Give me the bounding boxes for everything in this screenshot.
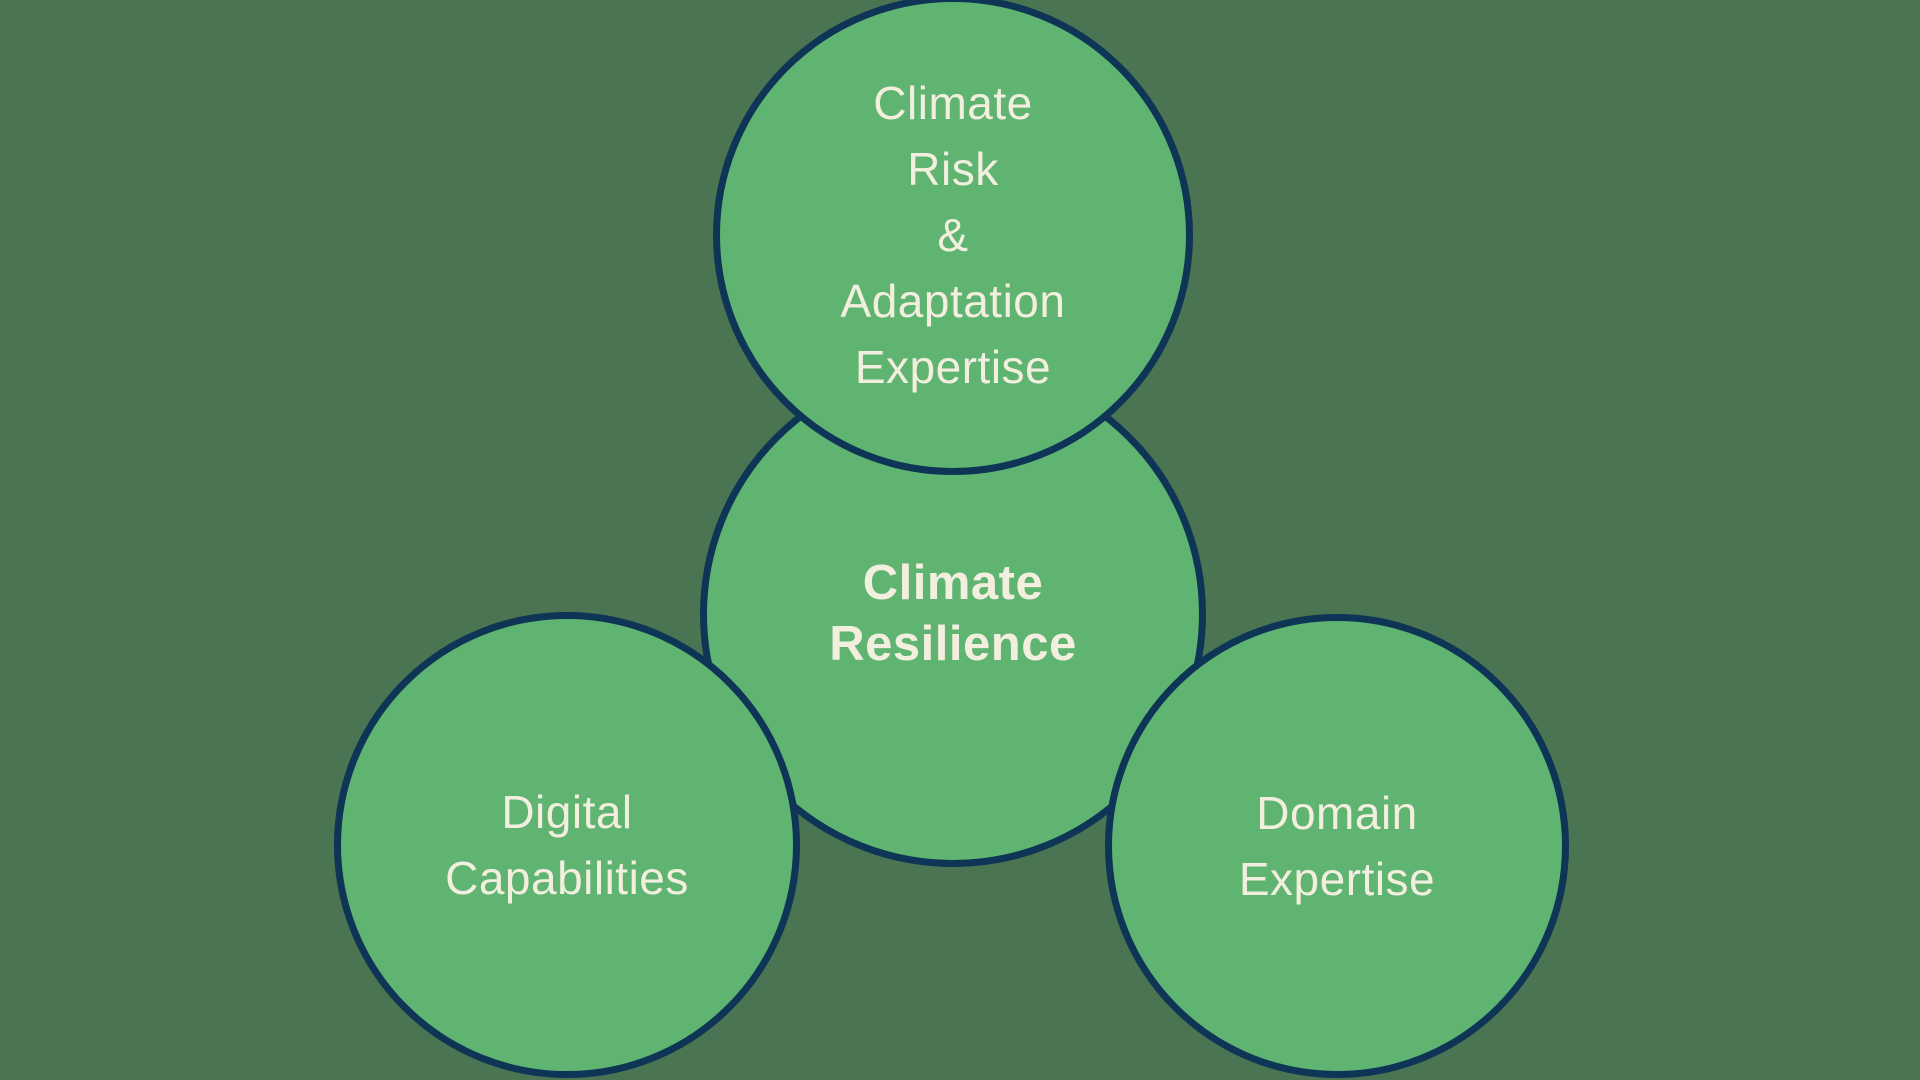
circle-climate-risk-adaptation-expertise: Climate Risk & Adaptation Expertise [713,0,1193,475]
label-line: Adaptation [840,275,1066,327]
circle-digital-capabilities: Digital Capabilities [334,612,800,1078]
label-line: & [937,209,969,261]
circle-domain-expertise-label: Domain Expertise [1239,780,1435,912]
label-line: Resilience [829,617,1077,671]
circle-climate-risk-adaptation-expertise-label: Climate Risk & Adaptation Expertise [841,70,1066,400]
label-line: Climate [873,77,1033,129]
label-line: Expertise [854,341,1052,393]
label-line: Expertise [1238,853,1436,905]
circle-climate-resilience-label: Climate Resilience [829,553,1076,675]
label-line: Digital [501,786,633,838]
label-line: Capabilities [445,852,689,904]
label-line: Climate [862,556,1044,610]
label-line: Domain [1256,787,1418,839]
label-line: Risk [907,143,999,195]
circle-domain-expertise: Domain Expertise [1105,614,1569,1078]
circle-digital-capabilities-label: Digital Capabilities [445,779,689,911]
